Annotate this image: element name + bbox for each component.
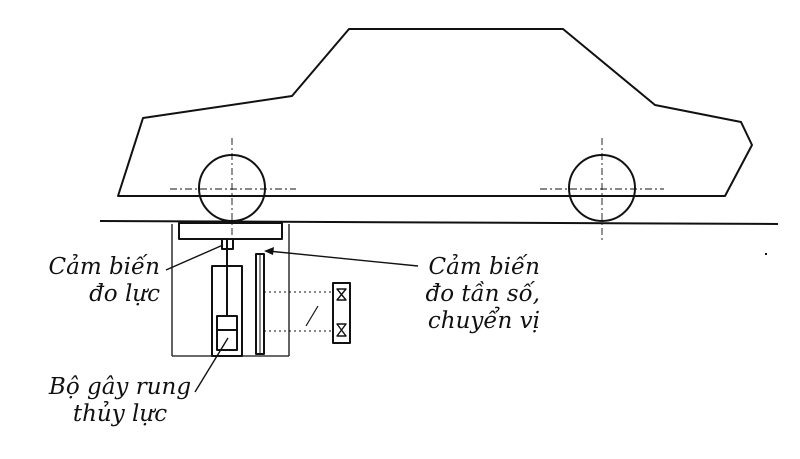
force-sensor-leader xyxy=(165,244,224,271)
valve-symbol-bottom xyxy=(336,323,347,337)
force-sensor xyxy=(221,238,234,250)
exciter-leader xyxy=(194,337,229,393)
force-sensor-label: Cảm biến đo lực xyxy=(48,254,160,307)
hydraulic-exciter-label: Bộ gây rung thủy lực xyxy=(48,374,192,427)
valve-box xyxy=(332,282,351,344)
test-platform xyxy=(178,222,283,240)
frequency-sensor-leader xyxy=(267,250,419,267)
piston xyxy=(216,315,238,351)
speck xyxy=(765,253,767,255)
car-body xyxy=(117,28,753,197)
flow-arrow xyxy=(305,305,319,327)
ground-line xyxy=(99,220,779,225)
frequency-sensor-arrowhead xyxy=(264,247,274,255)
valve-symbol-top xyxy=(336,288,347,301)
frequency-sensor-label: Cảm biến đo tần số, chuyển vị xyxy=(425,254,540,334)
